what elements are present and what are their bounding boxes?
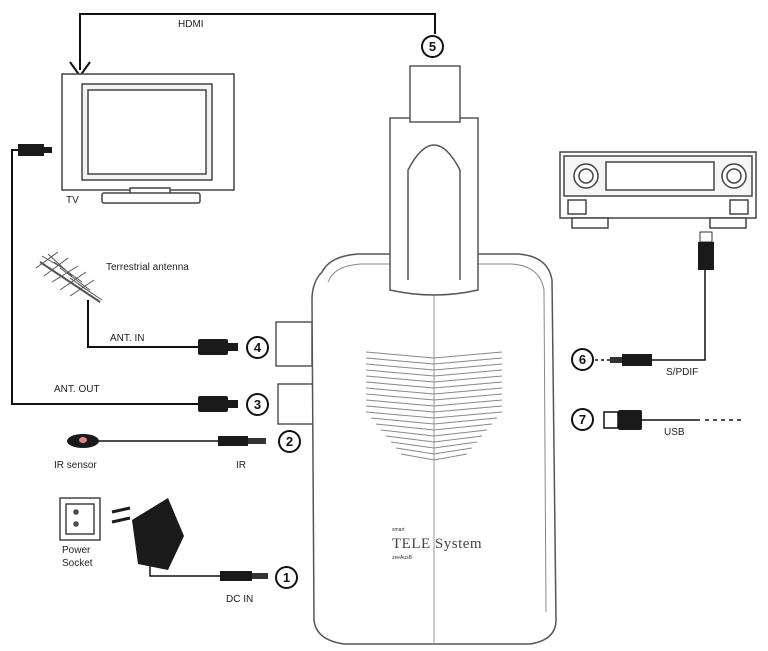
ir-sensor-icon bbox=[67, 434, 99, 448]
terrestrial-antenna-label: Terrestrial antenna bbox=[106, 262, 189, 273]
power-socket-icon bbox=[59, 497, 101, 541]
ant-out-plug-icon bbox=[198, 396, 238, 412]
vent-slot bbox=[375, 423, 493, 431]
marker-6: 6 bbox=[571, 348, 594, 371]
hdmi-label: HDMI bbox=[178, 19, 204, 30]
vent-slot bbox=[365, 351, 503, 359]
ant-in-plug-icon bbox=[198, 339, 238, 355]
ant-in-cable bbox=[87, 318, 200, 348]
vent-slot bbox=[370, 417, 498, 425]
vent-slot bbox=[365, 399, 503, 407]
marker-3: 3 bbox=[246, 393, 269, 416]
vent-slot bbox=[400, 453, 468, 461]
vent-slot bbox=[380, 429, 488, 437]
amplifier-icon bbox=[559, 151, 757, 229]
marker-5: 5 bbox=[421, 35, 444, 58]
vent-slot bbox=[395, 447, 473, 455]
vent-slot bbox=[365, 375, 503, 383]
vent-slot bbox=[365, 387, 503, 395]
ant-in-label: ANT. IN bbox=[110, 333, 145, 344]
marker-1: 1 bbox=[275, 566, 298, 589]
vent-grille bbox=[365, 351, 503, 461]
vent-slot bbox=[385, 435, 483, 443]
hdmi-plug-icon bbox=[409, 65, 461, 123]
ir-label: IR bbox=[236, 460, 246, 471]
ant-out-cable bbox=[11, 149, 200, 405]
power-adapter-icon bbox=[111, 498, 184, 570]
usb-plug-icon bbox=[603, 410, 642, 430]
brand-sub-text: zeeAusB bbox=[392, 555, 413, 561]
marker-4: 4 bbox=[246, 336, 269, 359]
spdif-plug-icon bbox=[610, 231, 714, 366]
spdif-cable bbox=[652, 270, 706, 361]
dc-jack-icon bbox=[220, 571, 268, 581]
vent-slot bbox=[365, 369, 503, 377]
vent-slot bbox=[365, 381, 503, 389]
antenna-icon bbox=[35, 251, 103, 318]
ir-sensor-label: IR sensor bbox=[54, 460, 97, 471]
dc-in-label: DC IN bbox=[226, 594, 254, 605]
vent-slot bbox=[365, 405, 503, 413]
marker-2: 2 bbox=[278, 430, 301, 453]
marker-7: 7 bbox=[571, 408, 594, 431]
vent-slot bbox=[390, 441, 478, 449]
vent-slot bbox=[365, 357, 503, 365]
vent-slot bbox=[365, 363, 503, 371]
hdmi-cable bbox=[79, 13, 436, 70]
ant-out-label: ANT. OUT bbox=[54, 384, 100, 395]
usb-label: USB bbox=[664, 427, 685, 438]
receiver-stick-icon bbox=[275, 65, 557, 645]
vent-slot bbox=[365, 393, 503, 401]
power-socket-label-2: Socket bbox=[62, 558, 93, 569]
vent-slot bbox=[365, 411, 503, 419]
tv-label: TV bbox=[66, 195, 79, 206]
brand-logo-text: TELE System bbox=[392, 536, 483, 552]
power-socket-label-1: Power bbox=[62, 545, 91, 556]
brand-top-text: smart bbox=[392, 527, 405, 533]
tv-icon bbox=[61, 73, 235, 204]
ir-jack-icon bbox=[218, 436, 266, 446]
tv-plug-icon bbox=[18, 144, 52, 156]
spdif-label: S/PDIF bbox=[666, 367, 699, 378]
